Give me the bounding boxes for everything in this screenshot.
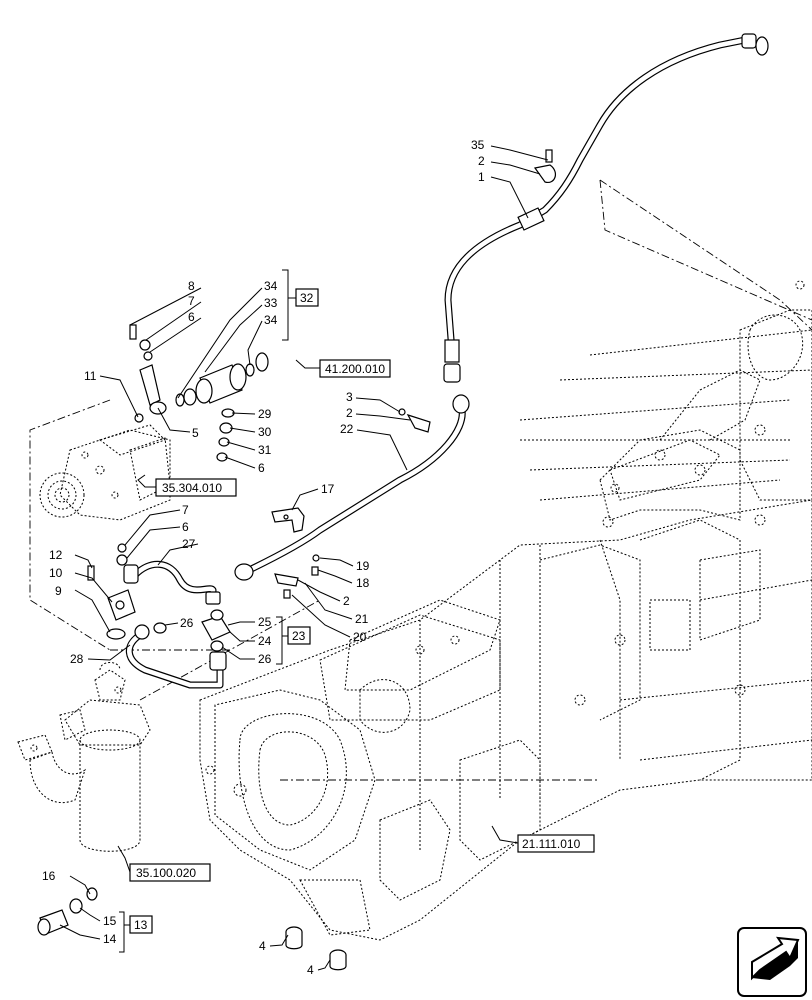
callout-2-bottom: 2	[343, 594, 350, 608]
bracket-17	[271, 507, 305, 533]
arrow-icon[interactable]	[737, 927, 807, 997]
callout-29: 29	[258, 407, 272, 421]
banjo-fitting	[129, 324, 167, 423]
oil-filter-assembly	[17, 662, 151, 852]
pipe-28	[125, 624, 227, 689]
group-box-13[interactable]: 13	[129, 915, 153, 934]
callout-30: 30	[258, 425, 272, 439]
svg-text:41.200.010: 41.200.010	[325, 362, 385, 376]
clamp-mid	[398, 408, 431, 433]
callout-8: 8	[188, 279, 195, 293]
reference-boxes: 41.200.010 35.304.010 35.100.020 21.111.…	[129, 359, 595, 882]
callout-24: 24	[258, 634, 272, 648]
svg-text:23: 23	[292, 629, 306, 643]
fitting-group-23	[153, 609, 231, 652]
callout-4-left: 4	[259, 939, 266, 953]
callout-33: 33	[264, 296, 278, 310]
callout-10: 10	[49, 566, 63, 580]
callout-25: 25	[258, 615, 272, 629]
pipe-22	[234, 394, 470, 581]
callout-31: 31	[258, 443, 272, 457]
svg-text:21.111.010: 21.111.010	[522, 837, 581, 851]
callout-12: 12	[49, 548, 63, 562]
callout-5: 5	[192, 426, 199, 440]
callout-28: 28	[70, 652, 84, 666]
callout-35: 35	[471, 138, 485, 152]
clamp-bottom	[274, 554, 320, 599]
callout-34-top: 34	[264, 279, 278, 293]
callout-19: 19	[356, 559, 370, 573]
reference-21-111-010[interactable]: 21.111.010	[517, 834, 595, 853]
callout-22: 22	[340, 422, 354, 436]
callout-3: 3	[346, 390, 353, 404]
group-brackets	[119, 269, 296, 953]
callout-14: 14	[103, 932, 117, 946]
group-number-boxes: 32 23 13	[129, 288, 319, 934]
pipe-1	[443, 33, 769, 383]
reference-41-200-010[interactable]: 41.200.010	[319, 359, 391, 378]
callout-7-top: 7	[188, 294, 195, 308]
washer-stack	[216, 408, 235, 462]
reference-35-100-020[interactable]: 35.100.020	[129, 863, 211, 882]
callout-26-left: 26	[180, 616, 194, 630]
svg-text:13: 13	[134, 918, 148, 932]
plugs-4	[285, 926, 347, 971]
callout-1: 1	[478, 170, 485, 184]
callout-21: 21	[355, 612, 369, 626]
callout-15: 15	[103, 914, 117, 928]
callout-16: 16	[42, 869, 56, 883]
pressure-sensor	[175, 352, 269, 407]
reference-35-304-010[interactable]: 35.304.010	[155, 478, 237, 497]
callout-17: 17	[321, 482, 335, 496]
callout-6-top: 6	[188, 310, 195, 324]
callout-26-right: 26	[258, 652, 272, 666]
drain-plug	[37, 887, 98, 936]
callout-6-mid: 6	[258, 461, 265, 475]
hydraulic-pump	[39, 424, 171, 521]
transmission-housing	[199, 280, 812, 941]
callout-9: 9	[55, 584, 62, 598]
callout-27: 27	[182, 537, 196, 551]
svg-text:35.100.020: 35.100.020	[136, 866, 196, 880]
callout-34-bottom: 34	[264, 313, 278, 327]
group-box-23[interactable]: 23	[287, 626, 311, 645]
leader-lines	[59, 145, 549, 971]
callout-labels: 35 2 1 8 7 6 34 33 34 11 5 3 2 22 29 30 …	[42, 138, 485, 977]
svg-text:35.304.010: 35.304.010	[162, 481, 222, 495]
group-box-32[interactable]: 32	[295, 288, 319, 307]
callout-4-right: 4	[307, 963, 314, 977]
callout-11: 11	[84, 369, 97, 383]
callout-20: 20	[353, 630, 367, 644]
callout-2-mid: 2	[346, 406, 353, 420]
callout-18: 18	[356, 576, 370, 590]
assembly-boundaries	[29, 179, 812, 781]
pipe-27	[123, 560, 221, 605]
svg-text:32: 32	[300, 291, 314, 305]
callout-6-bottom: 6	[182, 520, 189, 534]
callout-2-top: 2	[478, 154, 485, 168]
clamp-top	[533, 149, 557, 184]
callout-7-bottom: 7	[182, 503, 189, 517]
elbow-fitting	[87, 543, 136, 640]
